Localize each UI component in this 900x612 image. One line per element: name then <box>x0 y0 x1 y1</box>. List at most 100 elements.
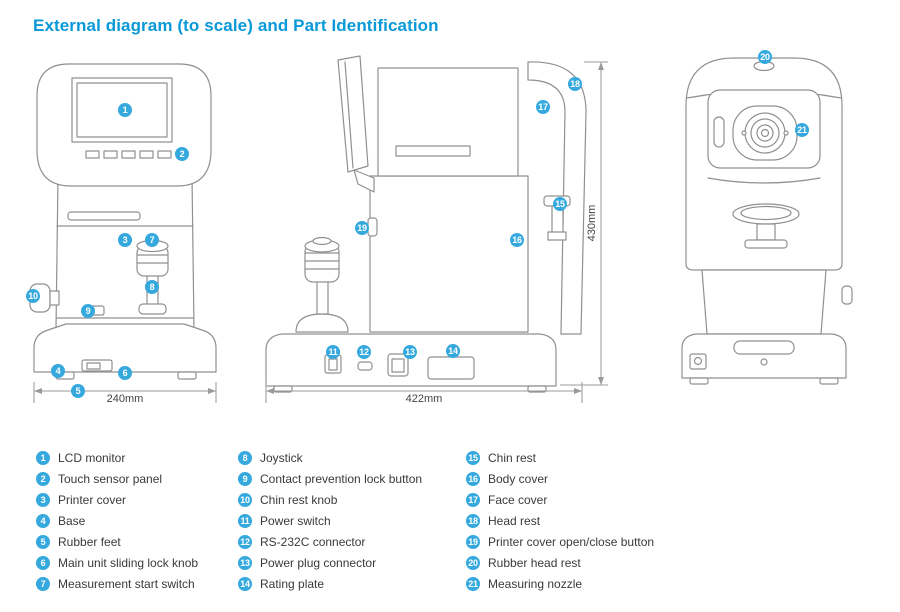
legend-badge: 16 <box>466 471 480 486</box>
front-view <box>29 63 217 380</box>
rear-foot-left <box>689 377 709 385</box>
legend-column-1: 1 LCD monitor 2 Touch sensor panel 3 Pri… <box>36 447 238 594</box>
legend-item-printer-cover-open-close-button: 19 Printer cover open/close button <box>466 531 654 552</box>
side-base <box>265 333 557 387</box>
rs232c-connector <box>357 361 373 371</box>
legend-column-3: 15 Chin rest 16 Body cover 17 Face cover… <box>466 447 654 594</box>
touch-sensor-button <box>139 150 154 159</box>
legend-badge: 9 <box>238 471 252 486</box>
legend-label: Printer cover open/close button <box>488 534 655 549</box>
rear-base <box>681 333 847 379</box>
legend-item-power-switch: 11 Power switch <box>238 510 466 531</box>
printer-open-close-button <box>367 217 378 237</box>
dimension-lines <box>33 61 608 403</box>
legend-badge: 1 <box>36 450 50 465</box>
legend-label: Touch sensor panel <box>58 471 163 486</box>
part-legend: 1 LCD monitor 2 Touch sensor panel 3 Pri… <box>36 447 654 594</box>
joystick-base-front <box>138 303 167 315</box>
legend-badge: 17 <box>466 492 480 507</box>
callout-rubber-feet: 5 <box>71 384 85 398</box>
page-title: External diagram (to scale) and Part Ide… <box>33 16 439 35</box>
side-top-box <box>377 67 519 177</box>
monitor-bracket <box>353 169 375 193</box>
legend-label: Printer cover <box>58 492 127 507</box>
front-body <box>55 175 195 331</box>
legend-badge: 20 <box>466 555 480 570</box>
legend-badge: 13 <box>238 555 252 570</box>
legend-label: LCD monitor <box>58 450 126 465</box>
rear-foot-right <box>819 377 839 385</box>
callout-printer-open-close: 19 <box>355 221 369 235</box>
device-line-art <box>29 55 853 403</box>
legend-label: Face cover <box>488 492 548 507</box>
legend-item-sliding-lock-knob: 6 Main unit sliding lock knob <box>36 552 238 573</box>
callout-joystick: 8 <box>145 280 159 294</box>
legend-label: Head rest <box>488 513 541 528</box>
legend-badge: 12 <box>238 534 252 549</box>
callout-sliding-lock-knob: 6 <box>118 366 132 380</box>
legend-badge: 6 <box>36 555 50 570</box>
legend-badge: 11 <box>238 513 252 528</box>
legend-label: Rubber feet <box>58 534 121 549</box>
rear-view <box>681 57 853 385</box>
legend-item-rs232c-connector: 12 RS-232C connector <box>238 531 466 552</box>
legend-label: Body cover <box>488 471 549 486</box>
touch-sensor-button <box>85 150 100 159</box>
legend-item-chin-rest: 15 Chin rest <box>466 447 654 468</box>
legend-item-base: 4 Base <box>36 510 238 531</box>
callout-rating-plate: 14 <box>446 344 460 358</box>
rear-handle-slot <box>733 340 795 355</box>
head-rest-band <box>527 61 587 335</box>
legend-label: Chin rest <box>488 450 537 465</box>
legend-label: Power plug connector <box>260 555 377 570</box>
legend-label: Chin rest knob <box>260 492 338 507</box>
legend-badge: 8 <box>238 450 252 465</box>
printer-slot <box>67 211 141 221</box>
legend-label: Base <box>58 513 86 528</box>
legend-badge: 21 <box>466 576 480 591</box>
callout-lcd-monitor: 1 <box>118 103 132 117</box>
legend-item-body-cover: 16 Body cover <box>466 468 654 489</box>
joystick-base-dome <box>295 313 349 333</box>
legend-badge: 3 <box>36 492 50 507</box>
callout-power-plug-connector: 13 <box>403 345 417 359</box>
legend-item-contact-prevention-lock-button: 9 Contact prevention lock button <box>238 468 466 489</box>
legend-badge: 19 <box>466 534 480 549</box>
joystick-stem <box>316 279 329 315</box>
rear-side-knob <box>841 285 853 305</box>
touch-sensor-button <box>157 150 172 159</box>
legend-label: Contact prevention lock button <box>260 471 423 486</box>
rear-mid-body <box>701 269 827 335</box>
front-foot-right <box>177 371 197 380</box>
legend-item-printer-cover: 3 Printer cover <box>36 489 238 510</box>
legend-badge: 5 <box>36 534 50 549</box>
legend-item-power-plug-connector: 13 Power plug connector <box>238 552 466 573</box>
callout-base: 4 <box>51 364 65 378</box>
rear-slot <box>713 116 725 148</box>
legend-label: RS-232C connector <box>260 534 366 549</box>
side-top-slot <box>395 145 471 157</box>
legend-badge: 7 <box>36 576 50 591</box>
legend-label: Main unit sliding lock knob <box>58 555 199 570</box>
legend-item-rubber-head-rest: 20 Rubber head rest <box>466 552 654 573</box>
callout-touch-sensor-panel: 2 <box>175 147 189 161</box>
legend-label: Rating plate <box>260 576 325 591</box>
callout-measurement-switch: 7 <box>145 233 159 247</box>
legend-badge: 2 <box>36 471 50 486</box>
legend-item-touch-sensor-panel: 2 Touch sensor panel <box>36 468 238 489</box>
callout-rubber-head-rest: 20 <box>758 50 772 64</box>
legend-label: Joystick <box>260 450 303 465</box>
touch-sensor-button <box>103 150 118 159</box>
dimension-front-width: 240mm <box>106 393 144 405</box>
side-monitor <box>337 55 369 173</box>
legend-badge: 18 <box>466 513 480 528</box>
callout-rs232c-connector: 12 <box>357 345 371 359</box>
legend-badge: 14 <box>238 576 252 591</box>
legend-item-joystick: 8 Joystick <box>238 447 466 468</box>
legend-label: Measuring nozzle <box>488 576 583 591</box>
legend-label: Measurement start switch <box>58 576 195 591</box>
legend-item-head-rest: 18 Head rest <box>466 510 654 531</box>
legend-column-2: 8 Joystick 9 Contact prevention lock but… <box>238 447 466 594</box>
legend-item-rubber-feet: 5 Rubber feet <box>36 531 238 552</box>
callout-chin-rest: 15 <box>553 197 567 211</box>
